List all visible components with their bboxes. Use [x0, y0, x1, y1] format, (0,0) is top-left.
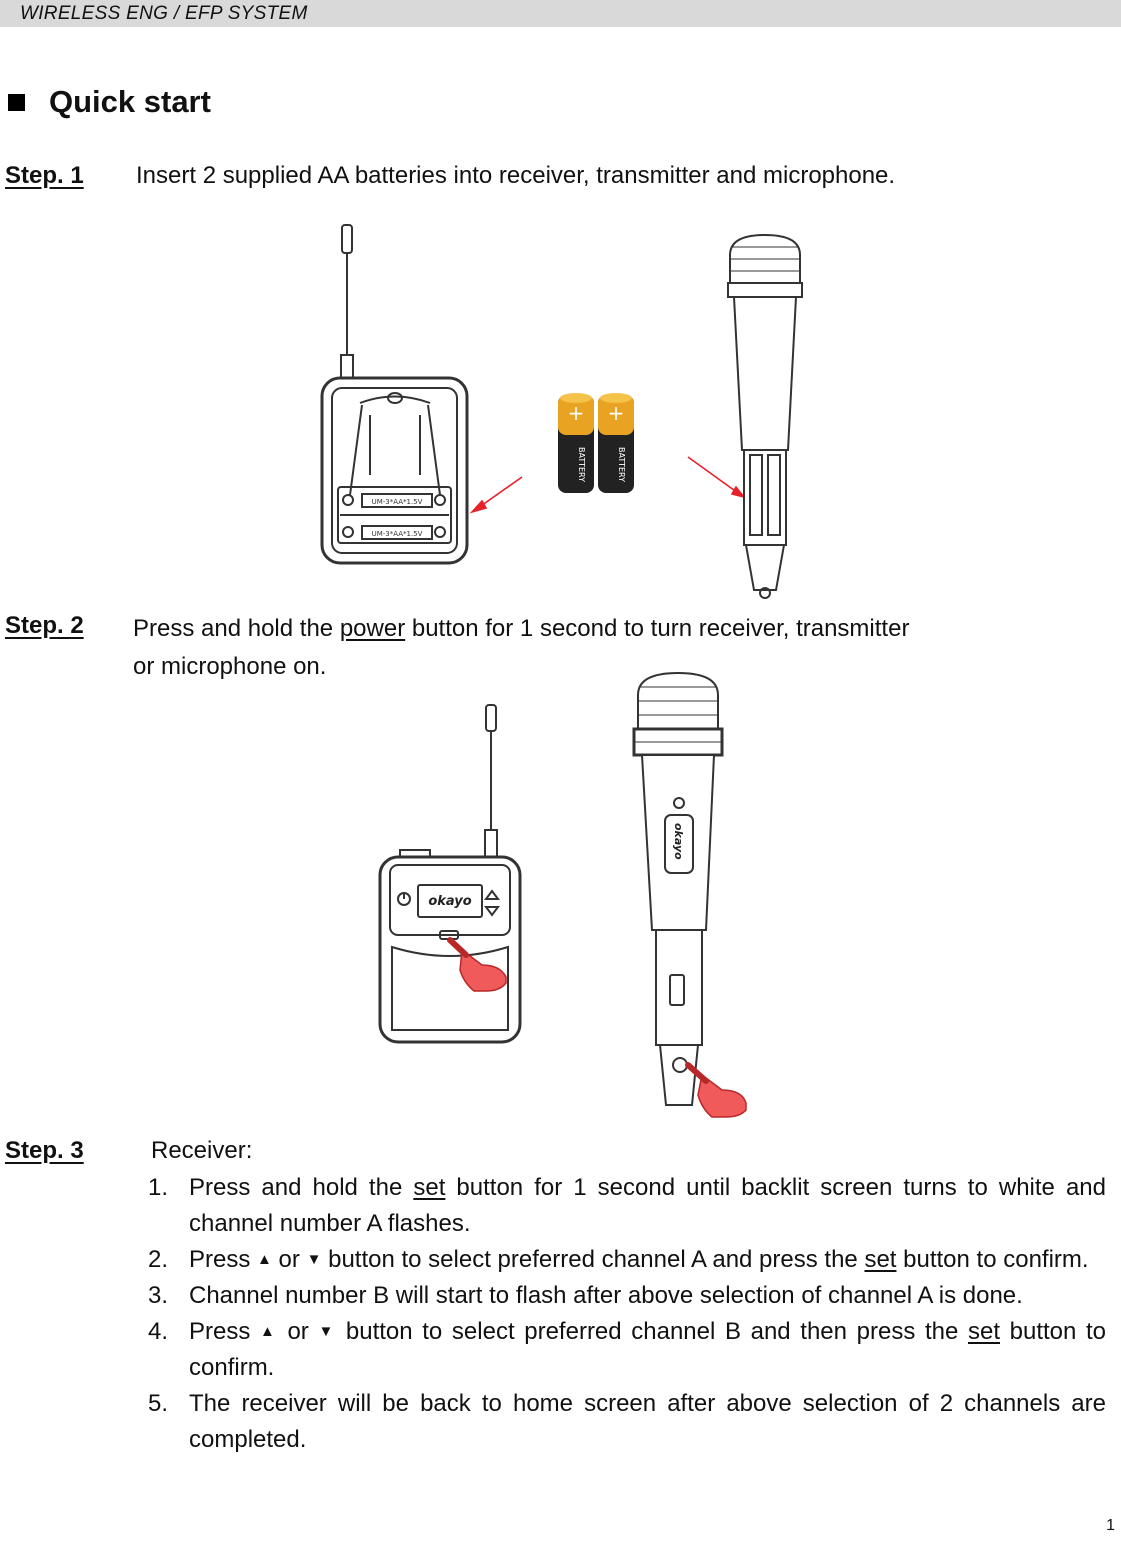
- transmitter-brand-logo: okayo: [428, 894, 471, 909]
- list-item: 5. The receiver will be back to home scr…: [148, 1386, 1106, 1458]
- section-title-text: Quick start: [49, 84, 211, 119]
- page-number: 1: [1106, 1517, 1115, 1534]
- down-triangle-icon: ▼: [306, 1251, 322, 1268]
- section-title: Quick start: [8, 82, 211, 122]
- list-item-number: 2.: [148, 1246, 169, 1273]
- red-arrows: [469, 456, 747, 514]
- text-segment: button to select preferred channel B and…: [336, 1318, 968, 1345]
- set-button-term: set: [413, 1174, 446, 1201]
- list-item: 4. Press ▲ or ▼ button to select preferr…: [148, 1314, 1106, 1386]
- text-segment: Press: [189, 1246, 258, 1273]
- list-item-text: Press and hold the set button for 1 seco…: [189, 1170, 1106, 1242]
- running-header: WIRELESS ENG / EFP SYSTEM: [0, 0, 1121, 27]
- plus-sign-icon: +: [608, 401, 625, 425]
- step2-text-before: Press and hold the: [133, 615, 340, 642]
- list-item-number: 5.: [148, 1390, 169, 1417]
- text-segment: button for 1 second until backlit screen…: [189, 1174, 1106, 1237]
- set-button-term: set: [967, 1318, 1000, 1345]
- handheld-microphone-front-illustration: [632, 671, 724, 1106]
- list-item: 2. Press ▲ or ▼ button to select preferr…: [148, 1242, 1106, 1278]
- text-segment: button to confirm.: [189, 1318, 1106, 1381]
- list-item-number: 1.: [148, 1174, 169, 1201]
- step2-label: Step. 2: [5, 612, 84, 639]
- down-triangle-icon: ▼: [318, 1323, 337, 1340]
- step2-figure: okayo okayo: [378, 671, 747, 1118]
- text-segment: or: [277, 1318, 319, 1345]
- step1-figure: UM-3*AA*1.5V UM-3*AA*1.5V + + BATTERY BA…: [320, 224, 803, 599]
- text-segment: Press: [189, 1318, 260, 1345]
- up-triangle-icon: ▲: [259, 1323, 278, 1340]
- battery-label-right: BATTERY: [617, 447, 626, 482]
- step3-label: Step. 3: [5, 1137, 84, 1164]
- step2-text-line1: Press and hold the power button for 1 se…: [133, 614, 909, 644]
- pointing-hand-icon: [685, 1062, 747, 1118]
- list-item: 3. Channel number B will start to flash …: [148, 1278, 1106, 1314]
- step1-label: Step. 1: [5, 162, 84, 189]
- list-item-number: 3.: [148, 1282, 169, 1309]
- list-item-text: Press ▲ or ▼ button to select preferred …: [189, 1242, 1106, 1278]
- battery-label-left: BATTERY: [577, 447, 586, 482]
- text-segment: or: [271, 1246, 307, 1273]
- battery-marking-top: UM-3*AA*1.5V: [372, 498, 423, 506]
- up-triangle-icon: ▲: [257, 1251, 272, 1268]
- list-item-text: The receiver will be back to home screen…: [189, 1390, 1106, 1453]
- step2-text-after: button for 1 second to turn receiver, tr…: [405, 615, 910, 642]
- battery-marking-bottom: UM-3*AA*1.5V: [372, 530, 423, 538]
- text-segment: Press and hold the: [189, 1174, 414, 1201]
- handheld-microphone-open-illustration: [727, 233, 803, 599]
- list-item-text: Channel number B will start to flash aft…: [189, 1282, 1023, 1309]
- microphone-brand-logo: okayo: [672, 823, 685, 860]
- plus-sign-icon: +: [568, 401, 585, 425]
- text-segment: button to confirm.: [896, 1246, 1089, 1273]
- list-item: 1. Press and hold the set button for 1 s…: [148, 1170, 1106, 1242]
- step2-text-line2: or microphone on.: [133, 653, 327, 680]
- pointing-hand-icon: [447, 937, 507, 992]
- step3-instructions-list: 1. Press and hold the set button for 1 s…: [148, 1170, 1106, 1458]
- step3-heading: Receiver:: [151, 1137, 253, 1164]
- step1-text: Insert 2 supplied AA batteries into rece…: [136, 162, 896, 189]
- power-button-term: power: [339, 615, 406, 642]
- bodypack-transmitter-back-illustration: [320, 224, 469, 565]
- list-item-number: 4.: [148, 1318, 169, 1345]
- square-bullet-icon: [8, 93, 25, 111]
- text-segment: button to select preferred channel A and…: [321, 1246, 865, 1273]
- list-item-text: Press ▲ or ▼ button to select preferred …: [189, 1314, 1106, 1386]
- set-button-term: set: [864, 1246, 897, 1273]
- bodypack-transmitter-front-illustration: [378, 704, 522, 1044]
- aa-batteries-illustration: + +: [558, 393, 634, 493]
